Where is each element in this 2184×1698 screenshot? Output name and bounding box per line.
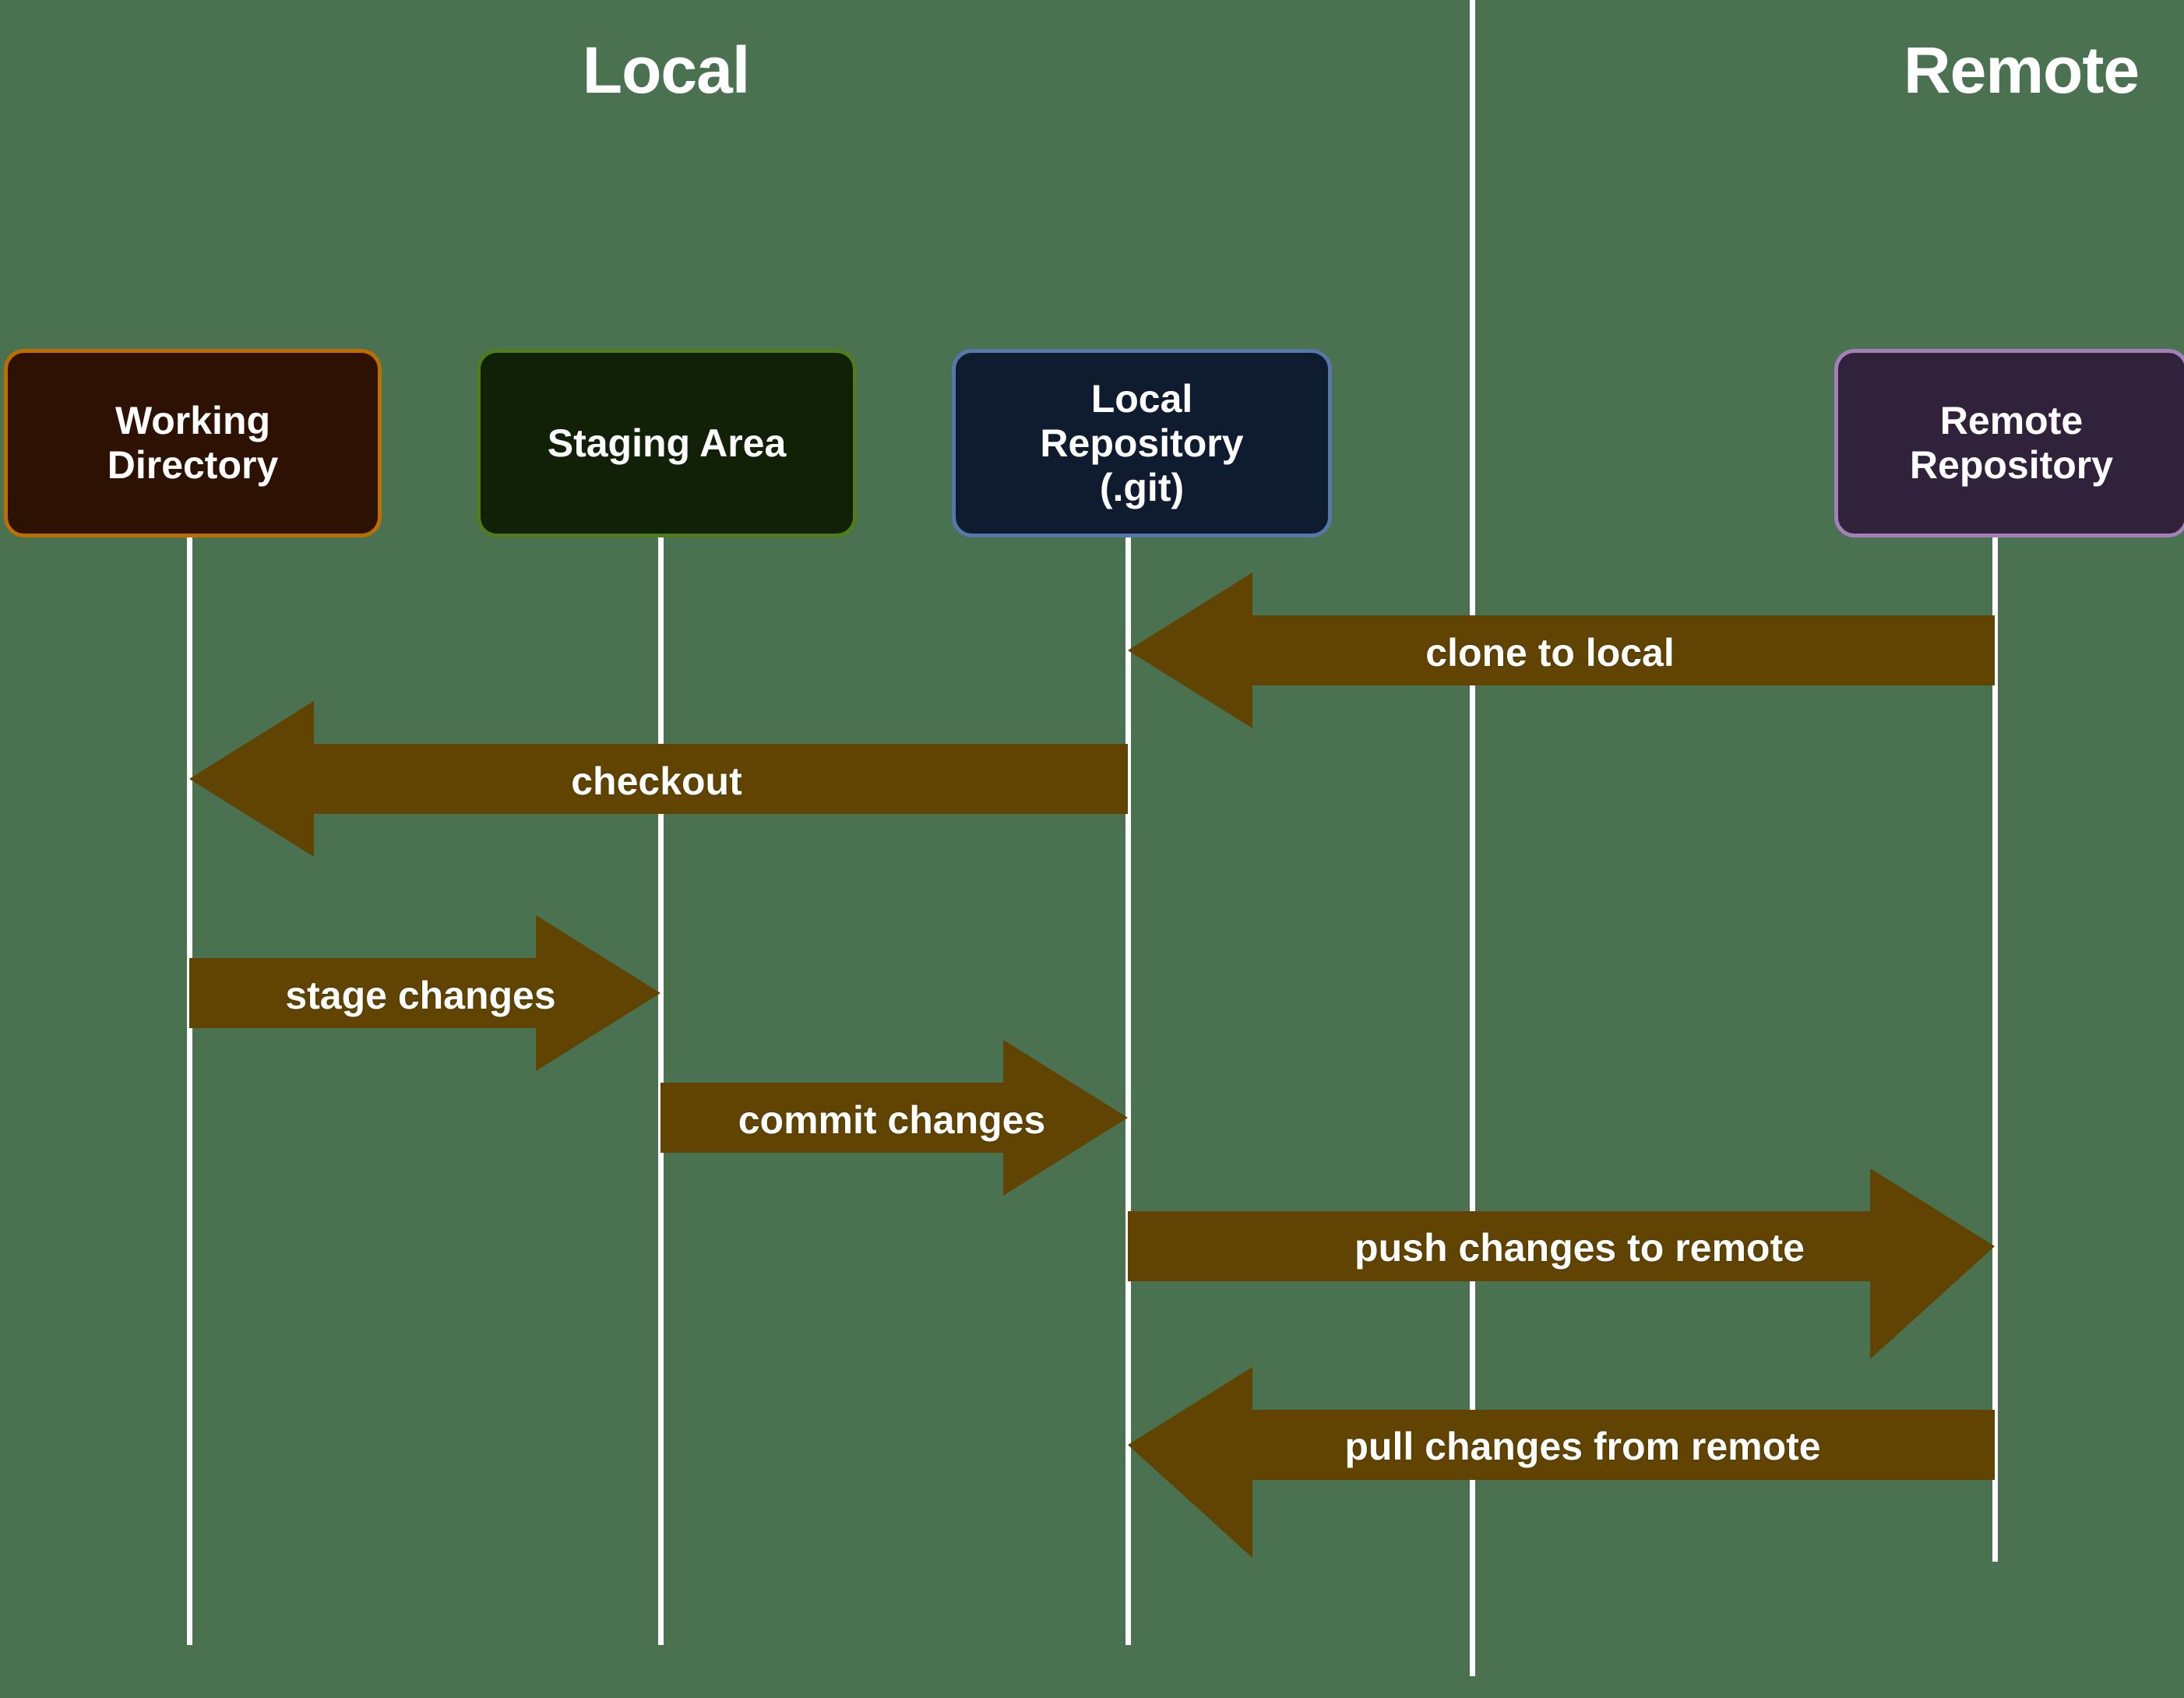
arrow-label-stage-changes: stage changes xyxy=(285,974,556,1017)
arrow-label-commit-changes: commit changes xyxy=(738,1098,1046,1142)
participant-label-line2: Repository xyxy=(1040,421,1244,465)
column-header-local: Local xyxy=(582,33,750,107)
arrow-clone-to-local xyxy=(1128,572,1995,728)
participant-box-local-repository[interactable]: Local Repository (.git) xyxy=(952,349,1332,537)
participant-label-line2: Directory xyxy=(107,443,279,487)
participant-label-line1: Local xyxy=(1090,376,1193,421)
participant-label-line2: Repository xyxy=(1909,443,2114,487)
participant-label-line1: Working xyxy=(114,399,271,442)
arrow-label-checkout: checkout xyxy=(571,759,742,803)
participant-label-working-directory: Working Directory xyxy=(107,399,279,488)
lifeline-local-repository xyxy=(1125,537,1131,1645)
arrow-label-pull-changes-from-remote: pull changes from remote xyxy=(1344,1425,1821,1468)
arrow-commit-changes xyxy=(660,1040,1128,1196)
arrow-push-changes-to-remote xyxy=(1128,1168,1995,1359)
column-header-remote: Remote xyxy=(1903,33,2140,107)
participant-label-line3: (.git) xyxy=(1099,465,1185,509)
lifeline-working-directory xyxy=(187,537,192,1645)
participant-label-local-repository: Local Repository (.git) xyxy=(1040,377,1243,510)
arrow-label-push-changes-to-remote: push changes to remote xyxy=(1354,1226,1805,1270)
arrow-pull-changes-from-remote xyxy=(1128,1367,1995,1558)
arrow-stage-changes xyxy=(189,915,660,1071)
participant-box-remote-repository[interactable]: Remote Repository xyxy=(1834,349,2184,537)
participant-box-staging-area[interactable]: Staging Area xyxy=(477,349,857,537)
participant-label-line1: Remote xyxy=(1939,399,2084,442)
participant-label-remote-repository: Remote Repository xyxy=(1910,399,2113,488)
local-remote-divider xyxy=(1470,0,1475,1676)
lifeline-remote-repository xyxy=(1992,537,1998,1562)
arrow-label-clone-to-local: clone to local xyxy=(1425,631,1675,675)
participant-label-staging-area: Staging Area xyxy=(547,421,787,465)
arrow-checkout xyxy=(189,701,1128,857)
participant-box-working-directory[interactable]: Working Directory xyxy=(4,349,382,537)
